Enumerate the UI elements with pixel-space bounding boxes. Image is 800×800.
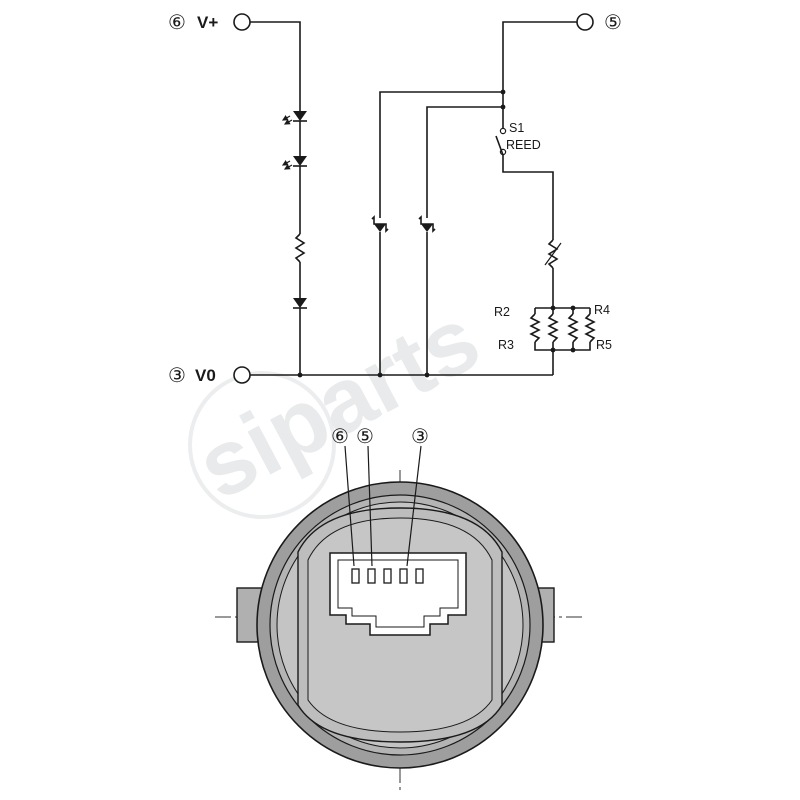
terminal-6-circle[interactable] — [233, 13, 251, 31]
zener-diode-1 — [371, 215, 389, 233]
resistor-r3-label: R3 — [498, 338, 514, 352]
zener-diode-2 — [418, 215, 436, 233]
resistor-r4-label: R4 — [594, 303, 610, 317]
pin-5 — [383, 568, 392, 584]
terminal-5-circle[interactable] — [576, 13, 594, 31]
pin-a — [367, 568, 376, 584]
led-1 — [281, 111, 307, 125]
switch-type: REED — [506, 138, 541, 152]
svg-text:siparts: siparts — [181, 287, 495, 519]
led-2 — [281, 156, 307, 170]
terminal-3-number: ③ — [168, 365, 186, 387]
connector-view: ⑥ ⑤ ③ — [215, 426, 585, 790]
pin-6 — [351, 568, 360, 584]
resistor-series — [294, 233, 306, 263]
pin-b — [399, 568, 408, 584]
terminal-6-number: ⑥ — [168, 12, 186, 34]
pin-3 — [415, 568, 424, 584]
resistor-r2-label: R2 — [494, 305, 510, 319]
schematic: ⑥ V+ ⑤ — [168, 12, 622, 387]
switch-label: S1 — [509, 121, 524, 135]
variable-resistor — [544, 239, 562, 269]
terminal-3-label: V0 — [195, 366, 216, 385]
resistor-r5-label: R5 — [596, 338, 612, 352]
resistor-network — [529, 305, 596, 353]
watermark-logo: siparts — [181, 287, 495, 519]
diode — [293, 298, 307, 309]
pin-label-6: ⑥ — [331, 426, 349, 448]
connector-plug — [329, 552, 467, 636]
terminal-3-circle[interactable] — [233, 366, 251, 384]
connector-pins — [351, 568, 424, 584]
terminal-5-number: ⑤ — [604, 12, 622, 34]
pin-label-5: ⑤ — [356, 426, 374, 448]
reed-switch — [495, 127, 507, 156]
terminal-6-label: V+ — [197, 13, 218, 32]
pin-label-3: ③ — [411, 426, 429, 448]
